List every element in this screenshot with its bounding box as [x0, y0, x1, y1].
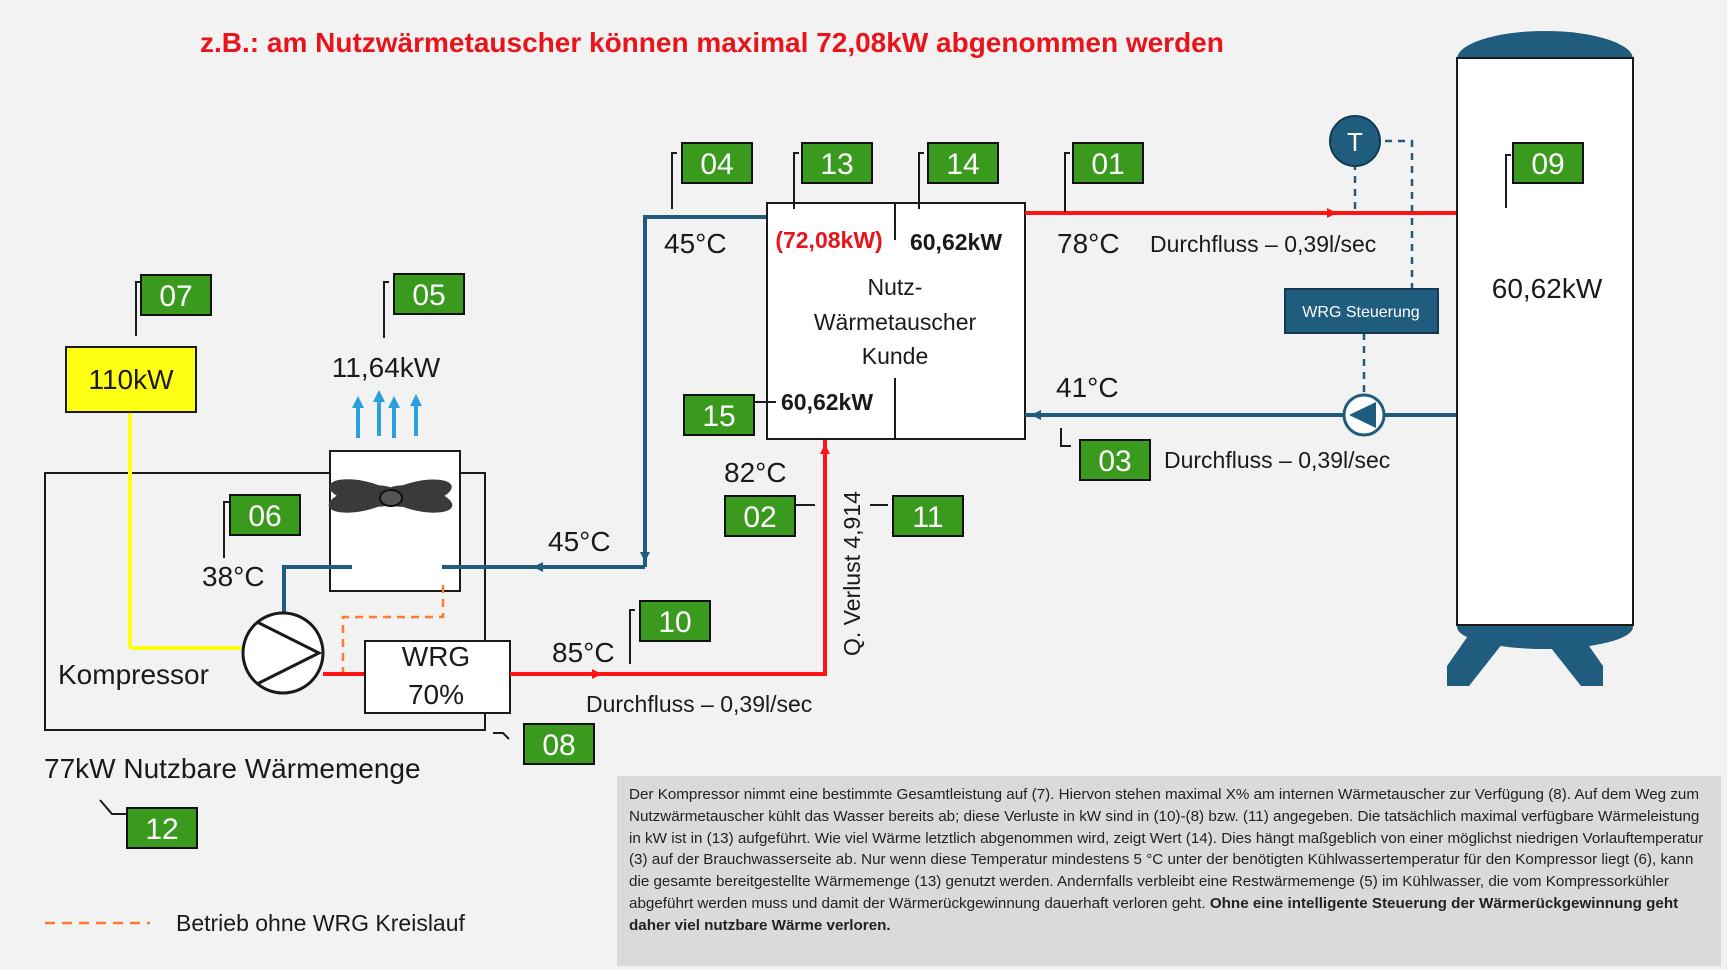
svg-text:13: 13	[820, 148, 853, 181]
storage-tank-icon	[1447, 31, 1634, 686]
temp-45-top: 45°C	[664, 228, 727, 259]
cooler-loss-value: 11,64kW	[332, 352, 441, 383]
sensor-label: T	[1347, 127, 1363, 157]
hx-used-power: 60,62kW	[910, 229, 1002, 255]
compressor-pump-icon	[241, 611, 325, 695]
tag-07: 07	[140, 274, 212, 316]
tag-15: 15	[683, 394, 755, 436]
svg-text:02: 02	[743, 501, 776, 534]
bypass-dashed-line	[341, 585, 445, 672]
tag-06: 06	[229, 494, 301, 536]
total-power-value: 110kW	[88, 364, 174, 395]
temp-82: 82°C	[724, 457, 787, 488]
svg-text:05: 05	[412, 279, 445, 312]
wrg-box	[364, 640, 511, 714]
usable-heat-label: 77kW Nutzbare Wärmemenge	[44, 753, 421, 784]
explanation-bold-text: Ohne eine intelligente Steuerung der Wär…	[629, 894, 1679, 934]
loss-value: Q. Verlust 4,914	[839, 491, 865, 656]
svg-text:12: 12	[145, 813, 178, 846]
cooler-return-pipe	[282, 565, 352, 618]
hot-pipe-to-hx	[510, 440, 827, 676]
temp-85: 85°C	[552, 637, 615, 668]
svg-text:15: 15	[702, 400, 735, 433]
flow-return: Durchfluss – 0,39l/sec	[1164, 447, 1390, 473]
temperature-sensor-icon	[1329, 115, 1381, 167]
wrg-control-box[interactable]	[1284, 288, 1439, 334]
svg-text:14: 14	[946, 148, 979, 181]
svg-text:09: 09	[1531, 148, 1564, 181]
wrg-label: WRG	[402, 641, 470, 672]
temp-38: 38°C	[202, 561, 265, 592]
tank-power: 60,62kW	[1492, 273, 1603, 304]
tag-01: 01	[1072, 142, 1144, 184]
compressor-unit-frame	[44, 472, 486, 731]
tag-11: 11	[892, 495, 964, 537]
explanation-text-box: Der Kompressor nimmt eine bestimmte Gesa…	[617, 776, 1721, 966]
temp-45-cooler: 45°C	[548, 526, 611, 557]
legend-dashed-label: Betrieb ohne WRG Kreislauf	[176, 910, 466, 936]
circulation-pump-icon	[1342, 393, 1386, 437]
compressor-label: Kompressor	[58, 659, 209, 690]
tag-09: 09	[1512, 142, 1584, 184]
svg-text:03: 03	[1098, 445, 1131, 478]
hx-title-line2: Wärmetauscher	[814, 309, 977, 335]
svg-text:10: 10	[658, 606, 691, 639]
tag-03: 03	[1079, 439, 1151, 481]
tag-leader-lines	[99, 152, 1511, 815]
explanation-text: Der Kompressor nimmt eine bestimmte Gesa…	[629, 786, 1704, 912]
hx-title-line3: Kunde	[862, 343, 929, 369]
hx-title-line1: Nutz-	[868, 274, 923, 300]
tag-04: 04	[681, 142, 753, 184]
svg-text:11: 11	[912, 501, 943, 534]
wrg-control-label: WRG Steuerung	[1302, 304, 1419, 321]
tag-10: 10	[639, 600, 711, 642]
hx-bottom-power: 60,62kW	[781, 389, 873, 415]
svg-text:01: 01	[1091, 148, 1124, 181]
air-arrows-icon	[352, 390, 422, 438]
wrg-percent: 70%	[408, 679, 464, 710]
svg-text:07: 07	[159, 280, 192, 313]
tag-12: 12	[126, 807, 198, 849]
svg-text:04: 04	[700, 148, 733, 181]
fan-icon	[328, 479, 453, 513]
tag-05: 05	[393, 273, 465, 315]
tag-08: 08	[523, 723, 595, 765]
tag-02: 02	[724, 495, 796, 537]
cooler-box	[329, 450, 461, 592]
svg-text:06: 06	[248, 500, 281, 533]
tag-14: 14	[927, 142, 999, 184]
cooling-pipe-vertical	[643, 215, 767, 567]
hx-max-power: (72,08kW)	[775, 227, 882, 253]
tag-13: 13	[801, 142, 873, 184]
flow-top: Durchfluss – 0,39l/sec	[1150, 231, 1376, 257]
temp-41: 41°C	[1056, 372, 1119, 403]
flow-bottom: Durchfluss – 0,39l/sec	[586, 691, 812, 717]
temp-78: 78°C	[1057, 228, 1120, 259]
sensor-control-line	[1385, 139, 1414, 290]
diagram-title: z.B.: am Nutzwärmetauscher können maxima…	[200, 27, 1224, 58]
svg-text:08: 08	[542, 729, 575, 762]
total-power-box	[65, 346, 197, 413]
